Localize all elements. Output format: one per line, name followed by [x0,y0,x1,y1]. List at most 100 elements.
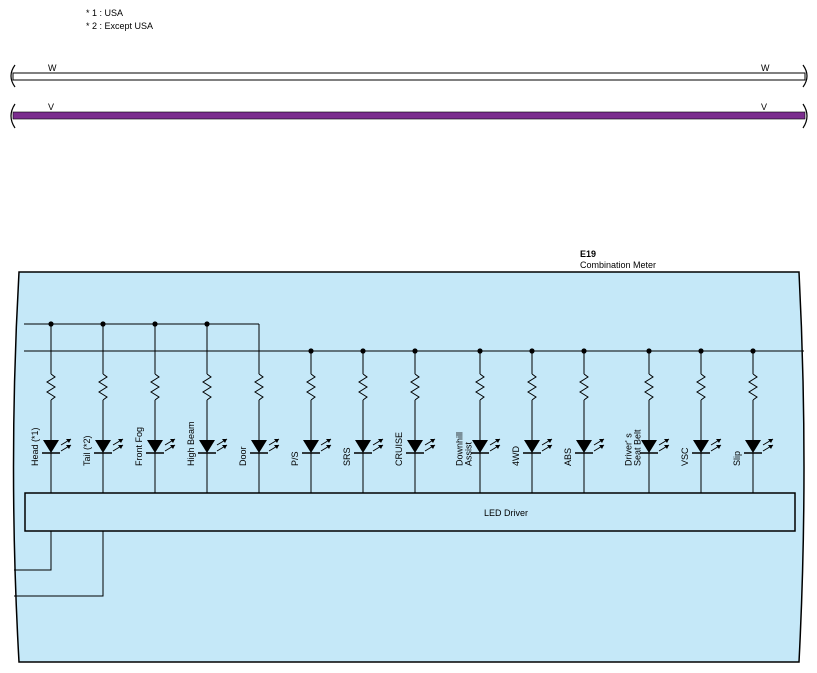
led-triangle [576,440,592,453]
indicator-1: Tail (*2) [82,321,124,493]
led-triangle [303,440,319,453]
led-arrowhead [664,445,669,449]
led-arrowhead [495,445,500,449]
led-arrowhead [430,445,435,449]
led-arrowhead [599,445,604,449]
wire-w: W W [10,63,808,88]
led-triangle [95,440,111,453]
indicator-label: 4WD [511,446,521,467]
wire-v-label-left: V [48,102,54,112]
resistor [98,373,108,401]
led-triangle [641,440,657,453]
led-arrowhead [495,439,500,443]
wire-w-break-left [10,64,16,88]
led-arrowhead [170,439,175,443]
indicator-label: Tail (*2) [82,435,92,466]
wire-w-body [12,72,806,81]
indicator-label: ABS [563,448,573,466]
indicator-0: Head (*1) [30,321,72,493]
led-arrowhead [326,439,331,443]
indicator-label: Downhill [455,432,465,466]
led-triangle [693,440,709,453]
led-arrowhead [274,445,279,449]
resistor [410,373,420,401]
resistor [46,373,56,401]
indicator-2: Front Fog [134,321,176,493]
indicator-label: Assist [464,441,474,466]
footnote-except-usa: * 2 : Except USA [86,21,153,31]
led-arrowhead [378,439,383,443]
combination-meter-body [12,271,805,663]
indicator-label: Driver' s [624,433,634,466]
led-arrowhead [768,439,773,443]
led-triangle [147,440,163,453]
indicator-5: P/S [290,348,332,493]
indicator-4: Door [238,351,280,493]
led-triangle [199,440,215,453]
resistor [579,373,589,401]
wire-v: V V [10,102,808,129]
led-triangle [407,440,423,453]
led-triangle [43,440,59,453]
led-arrowhead [716,445,721,449]
led-arrowhead [66,445,71,449]
output-wire-tail [14,531,104,597]
led-driver-label: LED Driver [484,508,528,518]
led-arrowhead [664,439,669,443]
led-arrowhead [547,445,552,449]
indicator-label: High Beam [186,421,196,466]
led-arrowhead [222,445,227,449]
indicator-label: CRUISE [394,432,404,466]
indicator-label: Head (*1) [30,427,40,466]
resistor [644,373,654,401]
resistor [306,373,316,401]
indicator-label: Front Fog [134,427,144,466]
led-arrowhead [326,445,331,449]
led-arrowhead [599,439,604,443]
led-driver-box [24,492,796,532]
indicator-13: Slip [732,348,774,493]
resistor [696,373,706,401]
resistor [748,373,758,401]
indicator-label: P/S [290,451,300,466]
led-arrowhead [66,439,71,443]
indicator-3: High Beam [186,321,228,493]
wire-v-break-left [10,103,16,129]
led-triangle [355,440,371,453]
led-triangle [745,440,761,453]
resistor [202,373,212,401]
resistor [527,373,537,401]
component-name: Combination Meter [580,260,656,270]
indicator-label: Door [238,446,248,466]
wire-w-label-left: W [48,63,57,73]
resistor [358,373,368,401]
wire-v-label-right: V [761,102,767,112]
led-arrowhead [716,439,721,443]
indicator-10: ABS [563,348,605,493]
resistor [150,373,160,401]
led-arrowhead [170,445,175,449]
resistor [475,373,485,401]
led-arrowhead [378,445,383,449]
led-arrowhead [222,439,227,443]
wire-w-break-right [802,64,808,88]
indicator-12: VSC [680,348,722,493]
indicator-label: SRS [342,447,352,466]
led-arrowhead [768,445,773,449]
indicator-7: CRUISE [394,348,436,493]
footnote-usa: * 1 : USA [86,8,123,18]
led-arrowhead [430,439,435,443]
indicator-label: Slip [732,451,742,466]
led-arrowhead [547,439,552,443]
component-id: E19 [580,249,596,259]
wire-v-break-right [802,103,808,129]
indicator-label: Seat Belt [633,429,643,466]
wire-v-body [12,111,806,120]
indicator-9: 4WD [511,348,553,493]
led-triangle [524,440,540,453]
indicator-6: SRS [342,348,384,493]
